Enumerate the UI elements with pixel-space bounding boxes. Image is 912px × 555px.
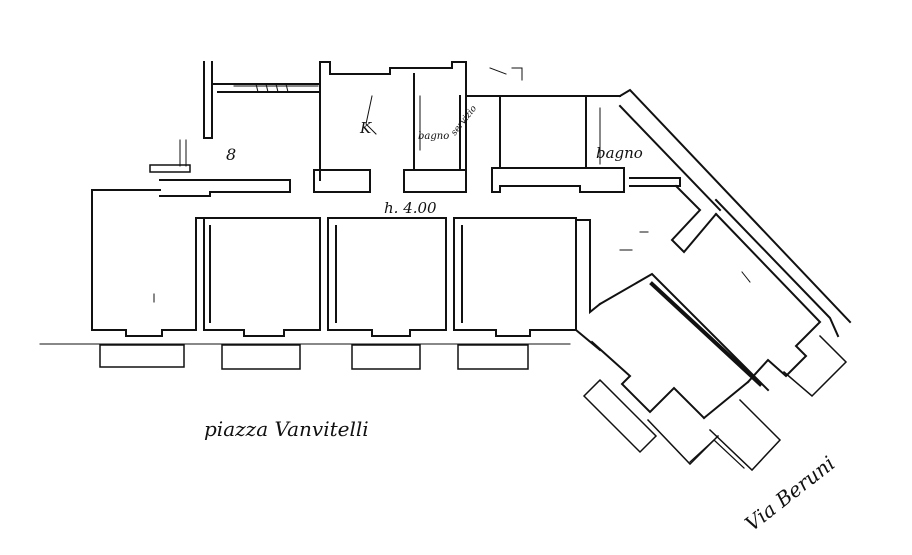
west-room-walls — [91, 189, 321, 337]
top-left-walls — [149, 61, 321, 197]
service-bath-label: bagno — [418, 131, 449, 142]
diagonal-walls — [618, 88, 852, 338]
bathroom-label: bagno — [596, 144, 643, 162]
plan-details — [153, 67, 751, 303]
ceiling-height-label: h. 4.00 — [384, 199, 437, 217]
angled-rooms-walls — [582, 212, 848, 472]
kitchen-label: K — [359, 119, 372, 137]
street-name-label: Via Beruni — [740, 451, 839, 536]
square-name-label: piazza Vanvitelli — [204, 417, 369, 441]
front-rooms-walls — [203, 217, 602, 352]
service-label: servizio — [449, 103, 479, 137]
scale-mark-label: 8 — [226, 145, 236, 164]
piazza-balconies — [39, 343, 571, 370]
